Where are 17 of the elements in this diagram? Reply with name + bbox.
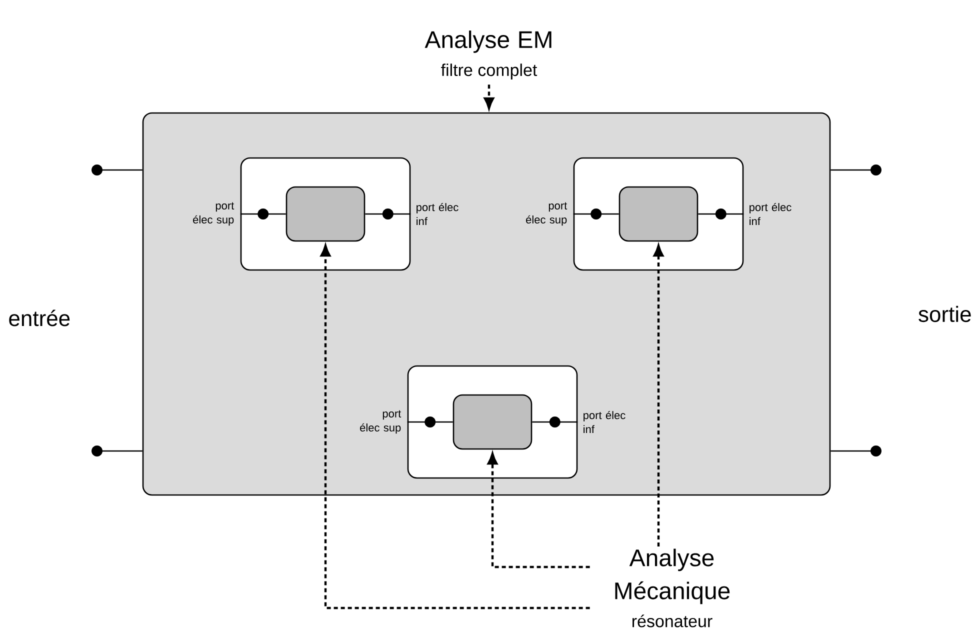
- arrow: [484, 84, 494, 110]
- port-label: port élec sup: [360, 410, 402, 434]
- io-label: entrée: [9, 310, 70, 326]
- io-label: sortie: [918, 306, 971, 322]
- port-label: port élec inf: [584, 410, 626, 434]
- port-label: port élec inf: [416, 202, 458, 226]
- port-label: port élec sup: [526, 202, 568, 226]
- resonator-box: [452, 394, 532, 450]
- arrow: [487, 452, 590, 568]
- resonator-box: [618, 186, 698, 242]
- analysis-label: Analyse EM filtre complet: [424, 30, 552, 80]
- port-label: port élec inf: [750, 202, 792, 226]
- port-label: port élec sup: [193, 202, 234, 226]
- arrow: [320, 244, 590, 610]
- arrow: [653, 244, 664, 547]
- resonator-box: [286, 186, 366, 242]
- analysis-label: Analyse Mécanique résonateur: [615, 548, 730, 628]
